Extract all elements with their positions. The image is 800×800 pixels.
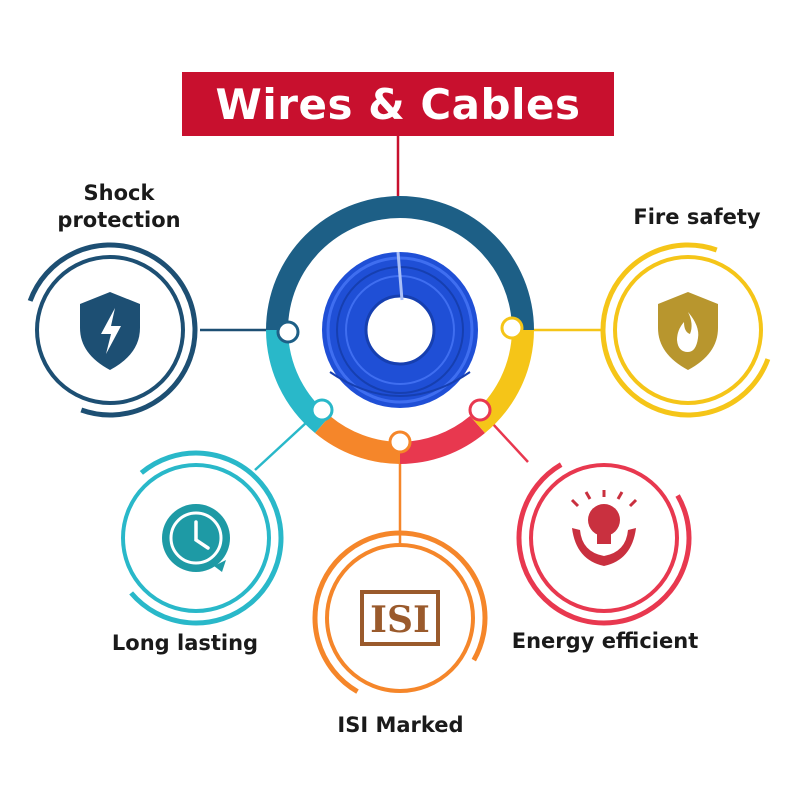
- ring-segment-navy: [266, 196, 534, 330]
- junction-dot: [388, 430, 412, 454]
- junction-dot: [468, 398, 492, 422]
- page-title: Wires & Cables: [215, 79, 581, 129]
- junction-dot: [500, 316, 524, 340]
- wire-coil-image: [322, 251, 478, 408]
- label-shock-protection: Shock protection: [57, 181, 181, 232]
- feature-energy: [516, 450, 692, 626]
- title-banner: Wires & Cables: [182, 72, 614, 136]
- label-energy-efficient: Energy efficient: [511, 629, 699, 653]
- label-long-lasting: Long lasting: [111, 631, 259, 655]
- label-isi-marked: ISI Marked: [337, 713, 464, 737]
- isi-mark-icon: ISI: [360, 590, 440, 646]
- junction-dot: [276, 320, 300, 344]
- shield-lightning-icon: [80, 292, 140, 370]
- clock-arrow-icon: [162, 504, 230, 572]
- ring-segment-red: [400, 416, 485, 464]
- feature-long: [108, 450, 284, 626]
- junction-dot: [310, 398, 334, 422]
- feature-fire: [600, 242, 776, 418]
- shield-fire-icon: [658, 292, 718, 370]
- svg-text:ISI: ISI: [370, 599, 430, 641]
- feature-shock: [22, 242, 198, 418]
- bulb-hands-icon: [570, 490, 638, 566]
- ring-segment-orange: [315, 416, 400, 464]
- label-fire-safety: Fire safety: [633, 205, 761, 229]
- central-ring: [266, 196, 534, 464]
- feature-isi: ISI: [312, 530, 488, 706]
